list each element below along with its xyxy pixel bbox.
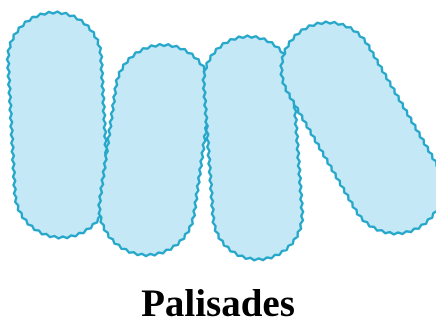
cell-body [6,11,110,240]
rod-cell-1 [5,9,112,241]
cell-body [94,39,216,260]
cells-group [5,4,436,263]
rod-cell-2 [92,38,218,263]
diagram-caption: Palisades [0,282,436,326]
